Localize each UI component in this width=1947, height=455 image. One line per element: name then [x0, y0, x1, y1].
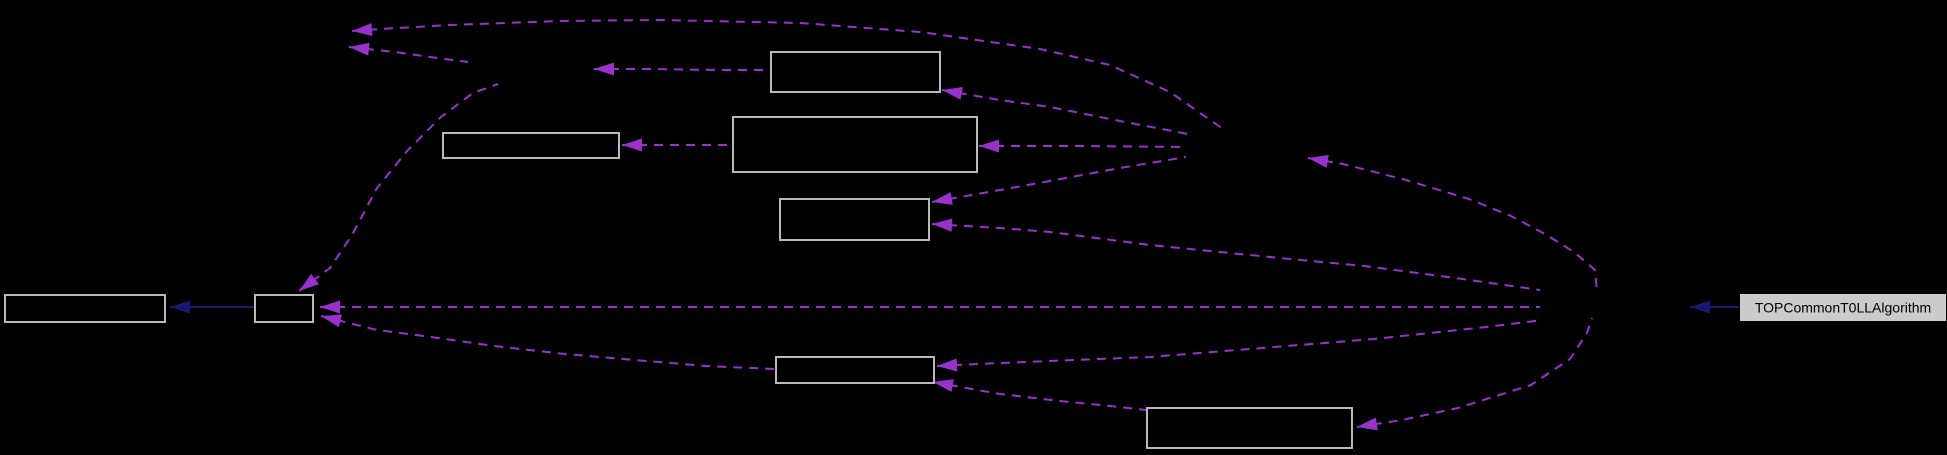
node-center-large[interactable] [732, 116, 978, 173]
usage-edge-right-junction-arrowhead [1308, 154, 1329, 168]
inheritance-edge-left-arrowhead [170, 300, 190, 314]
usage-edge-bottommid-to-hub [320, 315, 775, 370]
usage-edge-to-small-upper-arrowhead [932, 192, 953, 205]
usage-edge-to-small-lower-arrowhead [932, 218, 953, 232]
main-node-box[interactable] [1740, 294, 1946, 321]
usage-edge-bottomright-to-bottommid [932, 381, 1147, 411]
usage-edge-topbox-left-arrowhead [594, 62, 614, 76]
usage-edge-to-small-lower [931, 223, 1541, 291]
usage-edge-top-long [351, 19, 1227, 132]
usage-edge-bottommid-to-hub-arrowhead [321, 314, 342, 328]
node-bottom-right[interactable] [1146, 407, 1353, 449]
node-top-center[interactable] [770, 51, 941, 93]
usage-edge-right-junction [1307, 157, 1598, 293]
usage-edge-hub-horizontal-arrowhead [320, 300, 340, 314]
usage-edge-top-long-arrowhead [352, 23, 373, 37]
usage-edge-to-large-right-arrowhead [979, 139, 999, 153]
usage-edge-upper-left-arrowhead [349, 42, 370, 56]
inheritance-edge-right-arrowhead [1690, 300, 1710, 314]
usage-edge-large-to-midleft-arrowhead [622, 138, 642, 152]
usage-edge-curve-to-hub [298, 83, 499, 292]
usage-edge-to-topbox-right [941, 89, 1189, 135]
usage-edge-to-small-upper [931, 156, 1187, 203]
usage-edge-to-bottom-right [1356, 317, 1593, 428]
usage-edge-bottomright-to-bottommid-arrowhead [933, 379, 954, 392]
usage-edge-topbox-left [594, 68, 770, 71]
usage-edge-to-bottom-mid [936, 319, 1544, 367]
usage-edge-upper-left [348, 46, 469, 63]
usage-edge-to-bottom-mid-arrowhead [937, 358, 958, 372]
node-far-left[interactable] [4, 294, 166, 323]
usage-edge-curve-to-hub-arrowhead [299, 273, 319, 291]
usage-edge-to-large-right [979, 145, 1187, 148]
node-bottom-mid[interactable] [775, 356, 935, 384]
main-node-label: TOPCommonT0LLAlgorithm [1755, 300, 1931, 316]
node-hub[interactable] [254, 294, 314, 323]
usage-edge-to-topbox-right-arrowhead [942, 86, 963, 100]
node-center-small[interactable] [779, 198, 930, 241]
usage-edge-to-bottom-right-arrowhead [1357, 417, 1378, 431]
node-mid-left[interactable] [442, 132, 620, 159]
